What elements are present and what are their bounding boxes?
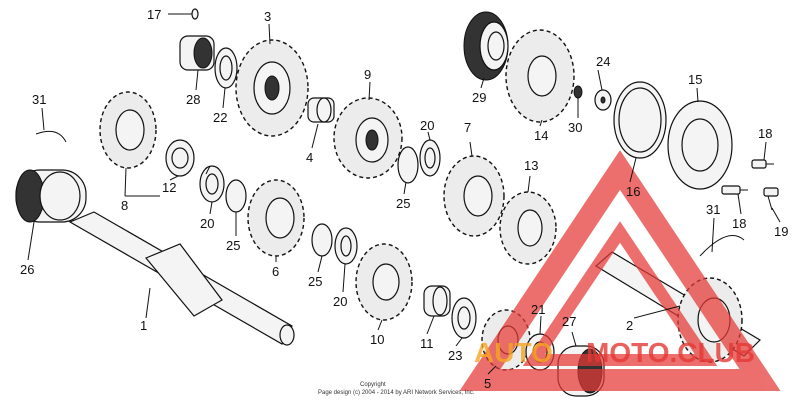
part-15-cover-plate (667, 100, 733, 190)
label-6: 6 (272, 264, 279, 279)
label-20-upper: 20 (420, 118, 434, 133)
part-13-gear (499, 191, 557, 265)
part-9-gear (333, 97, 403, 179)
part-6-gear (247, 179, 305, 257)
label-25-middle: 25 (308, 274, 322, 289)
label-9: 9 (364, 67, 371, 82)
leader-lines (27, 23, 781, 375)
part-17-pin (168, 8, 199, 20)
part-31-clip-left (35, 130, 67, 143)
label-29: 29 (472, 90, 486, 105)
label-20-left: 20 (200, 216, 214, 231)
part-11-bushing (423, 285, 451, 317)
part-30-bolt (573, 85, 583, 99)
label-30: 30 (568, 120, 582, 135)
copyright-line: Page design (c) 2004 - 2014 by ARI Netwo… (318, 390, 475, 396)
label-17: 17 (147, 7, 161, 22)
watermark-text-moto-club: MOTO.CLUB (586, 337, 755, 368)
part-20-washer-left (199, 165, 225, 203)
label-18-lower: 18 (732, 216, 746, 231)
label-19: 19 (774, 224, 788, 239)
part-23-washer (451, 297, 477, 339)
part-1-mainshaft (68, 211, 295, 346)
part-8-gear (99, 91, 157, 169)
part-18-bolt-upper (751, 159, 774, 169)
label-28: 28 (186, 92, 200, 107)
part-7-gear (443, 155, 505, 237)
part-20-washer-upper (419, 139, 441, 177)
label-4: 4 (306, 150, 313, 165)
watermark-triangle (459, 150, 781, 391)
part-3-gear (235, 39, 309, 137)
copyright-title: Copyright (360, 382, 386, 388)
label-18-upper: 18 (758, 126, 772, 141)
label-22: 22 (213, 110, 227, 125)
part-25-circlip-left (225, 179, 247, 213)
part-29-oil-seal (463, 11, 509, 81)
part-28-bearing (179, 35, 215, 71)
part-10-gear (355, 243, 413, 321)
label-25-left: 25 (226, 238, 240, 253)
part-25-circlip-upper (397, 146, 419, 184)
part-20-washer-middle (334, 227, 358, 265)
part-number-labels: 17 3 28 22 9 4 31 8 12 20 25 6 25 20 10 … (20, 7, 788, 391)
label-24: 24 (596, 54, 610, 69)
part-25-circlip-middle (311, 223, 333, 257)
label-23: 23 (448, 348, 462, 363)
label-8: 8 (121, 198, 128, 213)
label-20-middle: 20 (333, 294, 347, 309)
label-27: 27 (562, 314, 576, 329)
label-11: 11 (420, 336, 434, 351)
label-26: 26 (20, 262, 34, 277)
label-2: 2 (626, 318, 633, 333)
label-5: 5 (484, 376, 491, 391)
part-4-bushing (307, 97, 335, 123)
label-31-right: 31 (706, 202, 720, 217)
label-3: 3 (264, 9, 271, 24)
part-18-bolt-lower (721, 185, 748, 195)
label-25-upper: 25 (396, 196, 410, 211)
label-10: 10 (370, 332, 384, 347)
part-14-drive-sprocket (505, 29, 575, 123)
label-14: 14 (534, 128, 548, 143)
part-12-bushing (165, 139, 195, 177)
label-31-left: 31 (32, 92, 46, 107)
watermark-text-auto: AUTO (474, 337, 553, 368)
label-13: 13 (524, 158, 538, 173)
label-21: 21 (531, 302, 545, 317)
label-12: 12 (162, 180, 176, 195)
label-15: 15 (688, 72, 702, 87)
part-26-bearing (15, 169, 87, 223)
part-24-plate (594, 89, 612, 111)
label-16: 16 (626, 184, 640, 199)
part-22-washer (214, 47, 238, 89)
part-16-o-ring (613, 81, 667, 159)
label-1: 1 (140, 318, 147, 333)
label-7: 7 (464, 120, 471, 135)
watermark-logo (459, 150, 781, 391)
part-31-clip-right (699, 235, 745, 257)
part-19-bolt (763, 187, 779, 211)
